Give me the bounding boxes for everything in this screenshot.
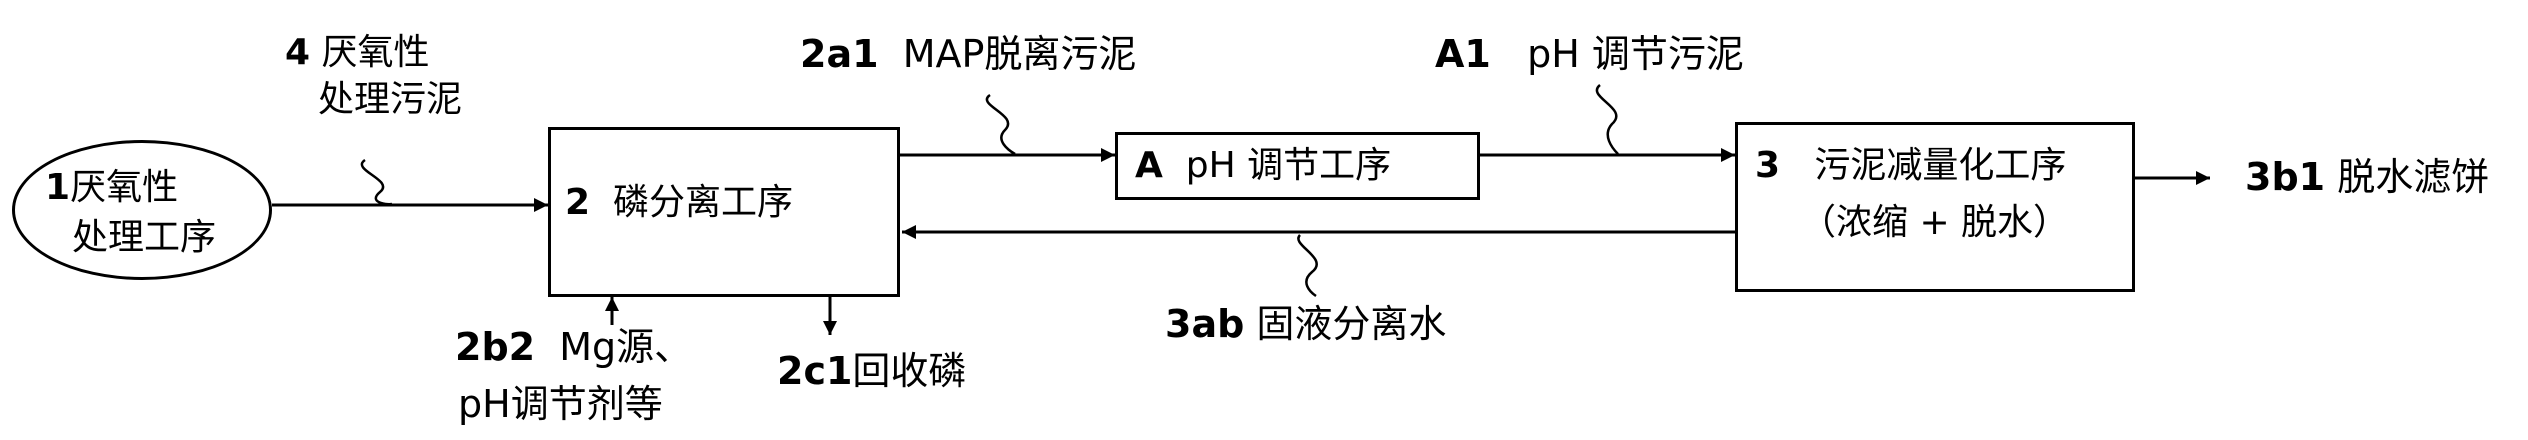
node-2-text: 磷分离工序	[612, 182, 793, 223]
stream-A1-label: A1 pH 调节污泥	[1435, 35, 1744, 73]
stream-2a1-text: MAP脱离污泥	[902, 32, 1137, 76]
node-phosphorus-separation	[548, 127, 900, 297]
stream-2b2-line1: 2b2 Mg源、	[455, 328, 692, 366]
node-2-label: 2 磷分离工序	[565, 185, 793, 221]
stream-4-text2: 处理污泥	[318, 79, 463, 120]
stream-A1-num: A1	[1435, 32, 1491, 76]
stream-2c1-text: 回收磷	[852, 349, 967, 393]
stream-4-num: 4	[285, 32, 311, 73]
node-2-num: 2	[565, 182, 591, 223]
node-3-line1: 3 污泥减量化工序	[1755, 148, 2066, 184]
node-A-num: A	[1135, 145, 1163, 186]
leader-2a1	[985, 93, 1016, 156]
stream-4-line2: 处理污泥	[318, 82, 462, 118]
stream-2b2-line2: pH调节剂等	[458, 385, 663, 423]
node-3-text2: （浓缩 + 脱水）	[1800, 202, 2070, 243]
stream-2b2-text2: pH调节剂等	[458, 382, 663, 426]
stream-2c1-num: 2c1	[777, 349, 853, 393]
node-3-text1: 污泥减量化工序	[1814, 145, 2067, 186]
leader-3ab	[1297, 234, 1318, 298]
stream-3b1-num: 3b1	[2245, 155, 2326, 199]
node-1-line2: 处理工序	[72, 220, 216, 256]
stream-2c1-label: 2c1回收磷	[777, 352, 966, 390]
node-1-text1: 厌氧性	[70, 167, 179, 208]
node-A-text: pH 调节工序	[1185, 145, 1392, 186]
stream-A1-text: pH 调节污泥	[1527, 32, 1744, 76]
node-3-line2: （浓缩 + 脱水）	[1800, 205, 2069, 241]
node-ph-adjustment	[1115, 132, 1480, 200]
node-sludge-reduction	[1735, 122, 2135, 292]
node-1-line1: 1厌氧性	[45, 170, 178, 206]
stream-2a1-label: 2a1 MAP脱离污泥	[800, 35, 1136, 73]
stream-3ab-text: 固液分离水	[1256, 302, 1447, 346]
stream-2b2-text1: Mg源、	[559, 325, 693, 369]
stream-4-text1: 厌氧性	[321, 32, 430, 73]
stream-2a1-num: 2a1	[800, 32, 879, 76]
node-1-text2: 处理工序	[72, 217, 217, 258]
stream-2b2-num: 2b2	[455, 325, 536, 369]
leader-4	[360, 158, 393, 206]
node-anaerobic-treatment	[12, 140, 272, 280]
leader-A1	[1595, 84, 1619, 155]
node-3-num: 3	[1755, 145, 1781, 186]
node-A-label: A pH 调节工序	[1135, 148, 1391, 184]
stream-3ab-num: 3ab	[1165, 302, 1245, 346]
stream-3b1-text: 脱水滤饼	[2337, 155, 2490, 199]
stream-3ab-label: 3ab 固液分离水	[1165, 305, 1446, 343]
node-1-num: 1	[45, 167, 71, 208]
stream-4-line1: 4 厌氧性	[285, 35, 430, 71]
stream-3b1-label: 3b1 脱水滤饼	[2245, 158, 2489, 196]
